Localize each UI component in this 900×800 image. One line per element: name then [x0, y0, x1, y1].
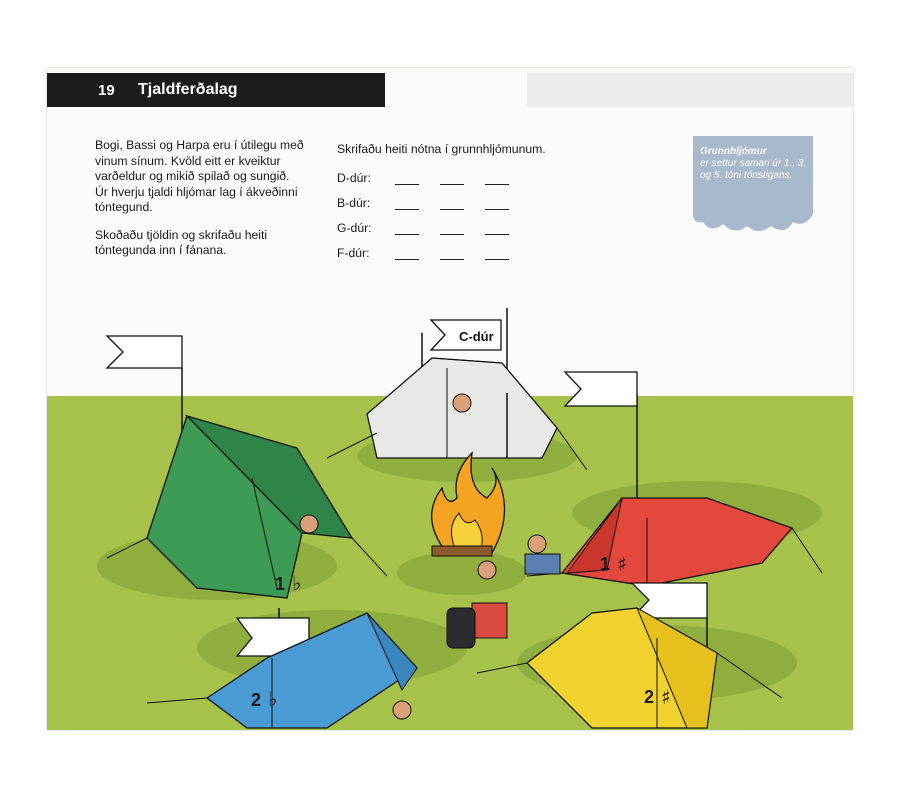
note-title: Grunnhljómur [700, 146, 767, 157]
page-title: Tjaldferðalag [138, 81, 238, 98]
campfire-shadow [397, 551, 527, 595]
blue-tent-number: 2 [251, 690, 261, 710]
row-label: G-dúr: [337, 221, 372, 235]
intro-paragraph-1: Bogi, Bassi og Harpa eru í útilegu með v… [95, 138, 304, 214]
page-title-bar: 19 Tjaldferðalag [47, 73, 385, 107]
answer-blank[interactable] [395, 174, 419, 185]
blue-tent: 2 ♭ [146, 608, 418, 729]
yellow-tent-accidental: ♯ [661, 685, 671, 709]
red-tent-number: 1 [600, 554, 610, 574]
intro-text: Bogi, Bassi og Harpa eru í útilegu með v… [95, 138, 305, 271]
blue-tent-accidental: ♭ [268, 687, 277, 711]
answer-blank[interactable] [485, 249, 509, 260]
answer-blank[interactable] [485, 224, 509, 235]
book-page: 19 Tjaldferðalag Bogi, Bassi og Harpa er… [47, 68, 853, 730]
campfire [430, 451, 561, 649]
yellow-tent-number: 2 [644, 687, 654, 707]
answer-blank[interactable] [395, 199, 419, 210]
red-tent: 1 ♯ [526, 371, 823, 587]
example-flag-label: C-dúr [459, 329, 494, 344]
answer-blank[interactable] [485, 174, 509, 185]
example-flag: C-dúr [429, 319, 508, 458]
exercise-row-g: G-dúr: [337, 221, 530, 235]
answer-blank[interactable] [440, 199, 464, 210]
row-label: B-dúr: [337, 196, 371, 210]
answer-blank[interactable] [485, 199, 509, 210]
note-body: er settur saman úr 1., 3. og 5. tóni tón… [700, 158, 807, 181]
answer-blank[interactable] [440, 174, 464, 185]
yellow-tent: 2 ♯ [476, 582, 783, 729]
answer-blank[interactable] [395, 224, 419, 235]
row-label: F-dúr: [337, 246, 370, 260]
campsite-illustration: C-dúr 1 ♭ 1 ♯ [97, 308, 823, 729]
white-tent [326, 308, 588, 471]
red-tent-flag [563, 371, 638, 407]
answer-blank[interactable] [440, 224, 464, 235]
green-tent-accidental: ♭ [292, 571, 301, 595]
row-label: D-dúr: [337, 171, 371, 185]
cloud-shape [693, 136, 813, 231]
exercise-instruction: Skrifaðu heiti nótna í grunnhljómunum. [337, 142, 546, 156]
green-tent: 1 ♭ [105, 335, 388, 599]
green-tent-number: 1 [275, 574, 285, 594]
definition-note: Grunnhljómur er settur saman úr 1., 3. o… [693, 136, 813, 231]
exercise-row-f: F-dúr: [337, 246, 530, 260]
header-strip [527, 73, 853, 107]
red-tent-accidental: ♯ [617, 552, 627, 576]
yellow-tent-flag [630, 582, 708, 619]
page-number: 19 [98, 81, 115, 99]
exercise-row-d: D-dúr: [337, 171, 530, 185]
answer-blank[interactable] [395, 249, 419, 260]
intro-paragraph-2: Skoðaðu tjöldin og skrifaðu heiti tónteg… [95, 227, 268, 258]
answer-blank[interactable] [440, 249, 464, 260]
exercise-row-b: B-dúr: [337, 196, 530, 210]
green-tent-flag [105, 335, 183, 369]
person-lying [392, 700, 412, 720]
